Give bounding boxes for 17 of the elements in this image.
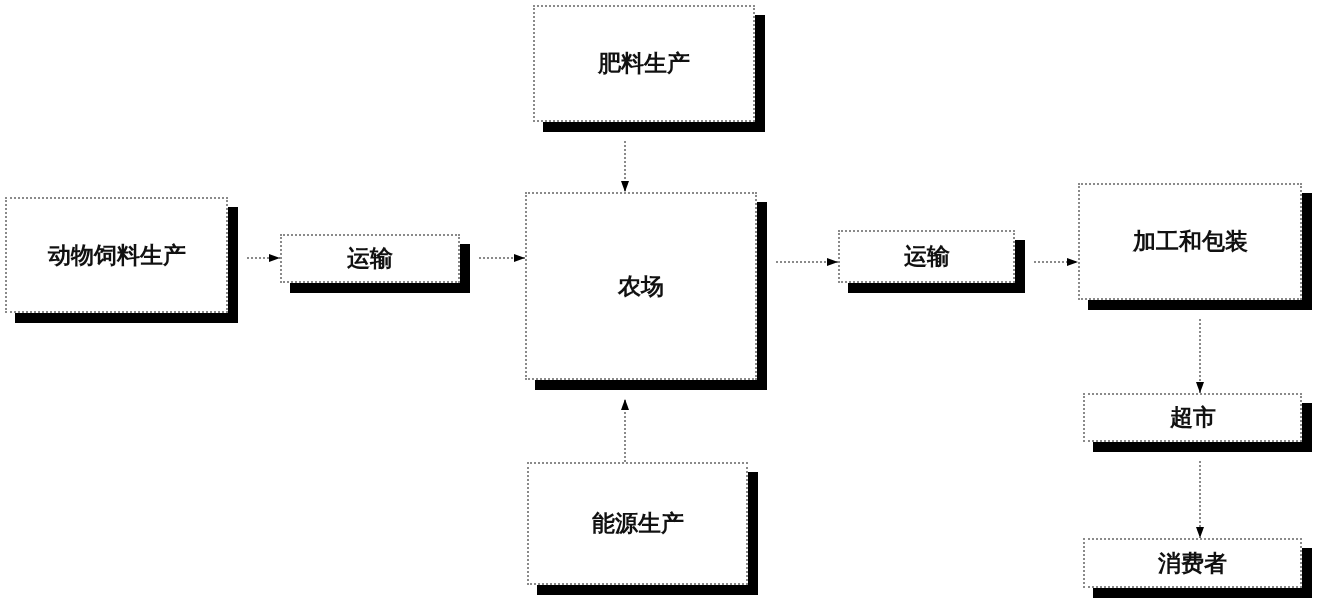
box-label: 运输	[347, 244, 393, 273]
arrow	[621, 140, 629, 193]
box-label: 运输	[903, 242, 950, 271]
box-label: 肥料生产	[598, 49, 690, 78]
arrow	[246, 254, 281, 262]
arrow	[1196, 318, 1204, 394]
arrow	[1033, 258, 1079, 266]
box-label: 加工和包装	[1132, 227, 1248, 256]
arrow	[478, 254, 526, 262]
box-label: 超市	[1169, 403, 1216, 432]
box-label: 消费者	[1158, 548, 1227, 578]
box-label: 能源生产	[591, 509, 684, 538]
arrow	[1196, 460, 1204, 539]
arrow	[621, 398, 629, 463]
arrow	[775, 258, 839, 266]
box-label: 农场	[618, 271, 664, 301]
box-label: 动物饲料生产	[47, 240, 186, 270]
